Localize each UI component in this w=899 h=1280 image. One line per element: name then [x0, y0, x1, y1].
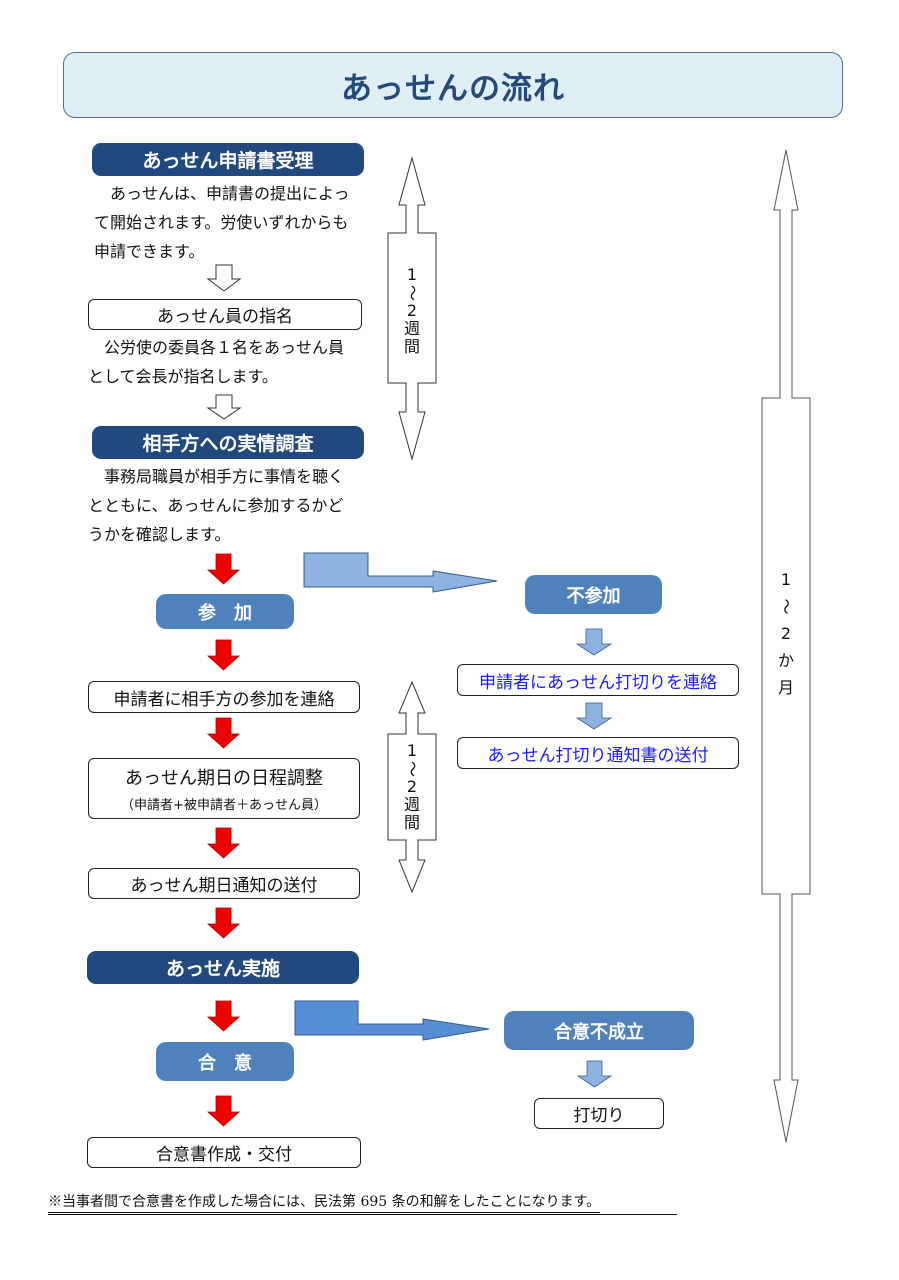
duration-arrow-lower	[387, 680, 437, 894]
blue-down-arrow	[575, 702, 613, 730]
blue-down-arrow	[576, 1060, 613, 1088]
branch-arrow-no-agreement	[294, 1000, 490, 1041]
step-investigation-heading: 相手方への実情調査	[92, 426, 364, 459]
step-send-notice: あっせん期日通知の送付	[88, 868, 360, 899]
step-send-notice-label: あっせん期日通知の送付	[130, 876, 318, 896]
duration-char: 2	[406, 777, 418, 796]
step-notify-participation: 申請者に相手方の参加を連絡	[88, 681, 360, 713]
description-line: 事務局職員が相手方に事情を聴く	[88, 467, 345, 486]
hollow-down-arrow	[206, 264, 242, 292]
step-agreement-doc-label: 合意書作成・交付	[156, 1145, 292, 1165]
footnote-underline	[48, 1214, 677, 1215]
step-agreement-doc: 合意書作成・交付	[87, 1137, 361, 1168]
duration-label-overall: 1 ～ 2 か 月	[772, 566, 800, 701]
duration-char: ～	[403, 760, 422, 777]
duration-arrow-upper	[387, 156, 437, 461]
step-notify-participation-label: 申請者に相手方の参加を連絡	[113, 689, 335, 710]
description-line: とともに、あっせんに参加するかど	[88, 496, 344, 515]
duration-label-lower: 1 ～ 2 週 間	[398, 742, 426, 832]
red-down-arrow	[206, 717, 241, 749]
step-conduct-heading: あっせん実施	[87, 951, 359, 984]
duration-char: か	[777, 651, 794, 670]
step-schedule-label: あっせん期日の日程調整	[125, 768, 323, 789]
duration-char: 間	[403, 813, 420, 832]
duration-char: 週	[403, 795, 420, 814]
title-banner: あっせんの流れ	[63, 52, 843, 118]
step-application-heading: あっせん申請書受理	[92, 143, 364, 176]
red-down-arrow	[206, 907, 241, 939]
step-participate-text: 参 加	[198, 602, 252, 624]
step-investigation-description: 事務局職員が相手方に事情を聴く とともに、あっせんに参加するかど うかを確認しま…	[88, 462, 378, 549]
duration-char: 1	[780, 570, 792, 589]
step-application-heading-text: あっせん申請書受理	[142, 150, 314, 172]
branch-step-label: 申請者にあっせん打切りを連絡	[479, 672, 717, 693]
step-appoint-label: あっせん員の指名	[157, 307, 293, 327]
branch-arrow-non-participation	[303, 552, 498, 593]
blue-down-arrow	[575, 628, 613, 656]
duration-char: 間	[403, 337, 420, 356]
description-line: として会長が指名します。	[88, 367, 278, 386]
step-schedule-sub: （申請者+被申請者＋あっせん員）	[121, 798, 327, 813]
step-appoint-box: あっせん員の指名	[88, 299, 362, 330]
duration-char: 1	[406, 741, 418, 760]
step-conduct-heading-text: あっせん実施	[165, 958, 280, 980]
duration-char: 2	[406, 301, 418, 320]
branch-no-agreement-step: 打切り	[534, 1098, 664, 1129]
step-investigation-heading-text: 相手方への実情調査	[142, 433, 314, 455]
red-down-arrow	[206, 639, 241, 671]
branch-non-participation-step: あっせん打切り通知書の送付	[457, 737, 739, 769]
description-line: うかを確認します。	[88, 525, 231, 544]
duration-char: 1	[406, 265, 418, 284]
red-down-arrow	[206, 1000, 241, 1032]
branch-non-participation-step: 申請者にあっせん打切りを連絡	[457, 664, 739, 696]
description-line: あっせんは、申請書の提出によっ	[94, 184, 350, 203]
duration-char: 週	[403, 319, 420, 338]
branch-non-participation: 不参加	[525, 575, 662, 614]
page-title: あっせんの流れ	[341, 70, 565, 107]
duration-char: ～	[776, 598, 796, 615]
footnote: ※当事者間で合意書を作成した場合には、民法第 695 条の和解をしたことになりま…	[48, 1191, 601, 1213]
red-down-arrow	[206, 1095, 241, 1127]
duration-char: 月	[777, 678, 794, 697]
hollow-down-arrow	[206, 394, 242, 420]
description-line: 申請できます。	[94, 242, 205, 261]
step-participate: 参 加	[156, 594, 294, 629]
step-appoint-description: 公労使の委員各１名をあっせん員 として会長が指名します。	[88, 333, 378, 391]
red-down-arrow	[206, 553, 241, 585]
red-down-arrow	[206, 827, 241, 859]
step-agreement: 合 意	[156, 1042, 294, 1081]
description-line: 公労使の委員各１名をあっせん員	[88, 338, 345, 357]
branch-step-label: 打切り	[573, 1106, 625, 1126]
duration-arrow-overall	[761, 149, 811, 1143]
step-application-description: あっせんは、申請書の提出によっ て開始されます。労使いずれからも 申請できます。	[94, 179, 374, 266]
description-line: て開始されます。労使いずれからも	[94, 213, 349, 232]
duration-label-upper: 1 ～ 2 週 間	[398, 266, 426, 356]
duration-char: 2	[780, 624, 792, 643]
branch-step-label: あっせん打切り通知書の送付	[487, 745, 709, 766]
branch-no-agreement: 合意不成立	[504, 1011, 694, 1050]
branch-no-agreement-text: 合意不成立	[554, 1021, 644, 1043]
step-agreement-text: 合 意	[198, 1052, 252, 1074]
branch-non-participation-text: 不参加	[566, 585, 621, 607]
step-schedule: あっせん期日の日程調整 （申請者+被申請者＋あっせん員）	[88, 758, 360, 819]
duration-char: ～	[403, 284, 422, 301]
